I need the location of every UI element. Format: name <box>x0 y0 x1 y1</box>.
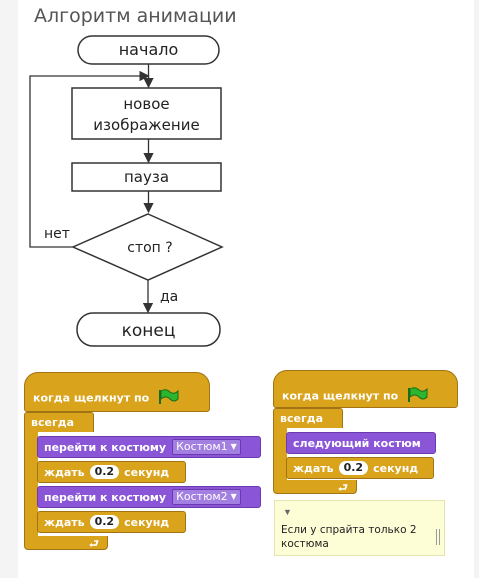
yes-label: да <box>160 289 178 305</box>
left-switch2-label: перейти к костюму <box>44 490 167 504</box>
flowchart: начало новое изображение пауза стоп ? не… <box>29 35 224 347</box>
costume2-dropdown[interactable]: Костюм2▼ <box>172 489 241 505</box>
pause-label: пауза <box>124 168 169 186</box>
left-when-flag-hat[interactable]: когда щелкнут по <box>24 372 210 412</box>
left-wait1-unit: секунд <box>124 465 170 479</box>
left-wait2-input[interactable]: 0.2 <box>89 515 120 529</box>
right-wait-input[interactable]: 0.2 <box>338 461 369 475</box>
costume1-value: Костюм1 <box>176 440 228 453</box>
left-wait2-label: ждать <box>44 515 85 529</box>
left-forever-block[interactable]: всегда <box>24 412 94 432</box>
right-next-costume-label: следующий костюм <box>293 436 421 450</box>
page-title: Алгоритм анимации <box>34 5 237 27</box>
note-text: Если у спрайта только 2 костюма <box>281 524 417 550</box>
left-wait1-label: ждать <box>44 465 85 479</box>
right-wait[interactable]: ждать 0.2 секунд <box>286 457 434 479</box>
left-wait-1[interactable]: ждать 0.2 секунд <box>37 461 186 483</box>
left-switch-costume-2[interactable]: перейти к костюму Костюм2▼ <box>37 486 261 508</box>
right-wait-label: ждать <box>293 461 334 475</box>
new-image-process <box>71 87 222 140</box>
left-forever-foot: ⮐ <box>24 536 108 550</box>
left-wait1-input[interactable]: 0.2 <box>89 465 120 479</box>
no-label: нет <box>44 226 70 242</box>
comment-note[interactable]: ▼ Если у спрайта только 2 костюма <box>274 500 445 556</box>
arrow-no-loop <box>29 70 150 248</box>
resize-handle-icon[interactable] <box>439 529 440 545</box>
right-forever-arm <box>273 428 287 480</box>
left-switch-costume-1[interactable]: перейти к костюму Костюм1▼ <box>37 436 261 458</box>
new-image-label-line2: изображение <box>93 116 199 134</box>
right-wait-unit: секунд <box>373 461 419 475</box>
costume2-value: Костюм2 <box>176 490 228 503</box>
start-label: начало <box>119 40 179 59</box>
right-next-costume[interactable]: следующий костюм <box>286 432 436 454</box>
costume1-dropdown[interactable]: Костюм1▼ <box>172 439 241 455</box>
left-wait2-unit: секунд <box>124 515 170 529</box>
end-terminal <box>76 312 221 347</box>
left-forever-arm <box>24 432 38 536</box>
left-wait-2[interactable]: ждать 0.2 секунд <box>37 511 186 533</box>
right-forever-label: всегда <box>280 412 323 425</box>
right-hat-label: когда щелкнут по <box>282 389 399 403</box>
pause-process <box>71 162 222 192</box>
left-hat-label: когда щелкнут по <box>33 391 150 405</box>
new-image-label-line1: новое <box>123 95 169 113</box>
green-flag-icon <box>157 389 179 408</box>
dropdown-arrow-icon: ▼ <box>230 492 237 501</box>
decision-label: стоп ? <box>127 240 172 256</box>
green-flag-icon <box>406 387 428 406</box>
left-forever-label: всегда <box>31 416 74 429</box>
collapse-triangle-icon[interactable]: ▼ <box>283 507 292 517</box>
left-switch1-label: перейти к костюму <box>44 440 167 454</box>
dropdown-arrow-icon: ▼ <box>230 442 237 451</box>
right-when-flag-hat[interactable]: когда щелкнут по <box>273 370 458 408</box>
right-forever-block[interactable]: всегда <box>273 408 343 428</box>
right-forever-foot: ⮐ <box>273 480 357 494</box>
end-label: конец <box>122 321 176 341</box>
resize-handle-line <box>436 529 437 545</box>
loop-arrow-icon: ⮐ <box>338 481 348 494</box>
loop-arrow-icon: ⮐ <box>89 537 99 550</box>
